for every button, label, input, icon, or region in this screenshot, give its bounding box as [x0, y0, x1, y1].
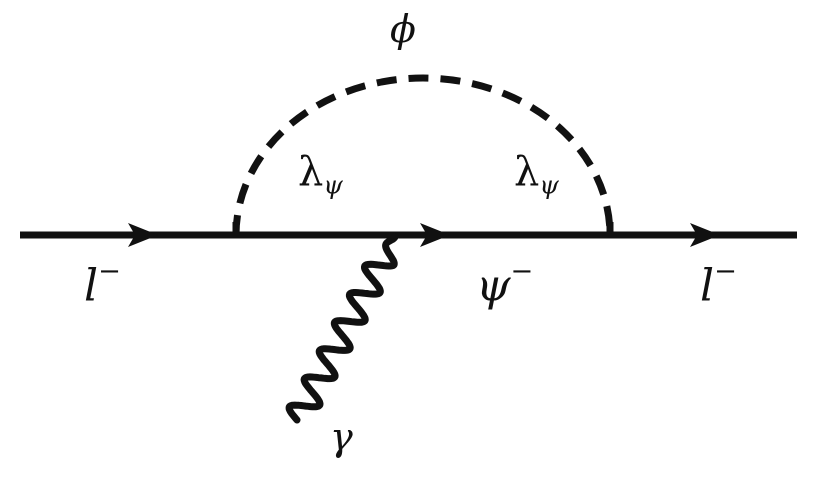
incoming-lepton-label: l−: [84, 258, 121, 308]
coupling-left-sub: ψ: [323, 170, 343, 200]
coupling-label-right: λψ: [514, 152, 559, 198]
outgoing-lepton-label: l−: [700, 258, 737, 308]
coupling-right-base: λ: [514, 149, 540, 195]
coupling-right-sub: ψ: [539, 170, 559, 200]
scalar-label: ϕ: [390, 7, 416, 51]
internal-fermion-arrow: [420, 223, 450, 247]
coupling-label-left: λψ: [298, 152, 343, 198]
scalar-loop-dashed: [232, 74, 614, 236]
internal-fermion-label: ψ−: [476, 258, 533, 308]
outgoing-lepton-base: l: [700, 260, 715, 312]
incoming-lepton-charge: −: [98, 256, 121, 287]
photon-wavy-line: [285, 233, 399, 424]
coupling-left-base: λ: [298, 149, 324, 195]
internal-fermion-charge: −: [510, 256, 534, 287]
outgoing-lepton-arrow: [690, 223, 720, 247]
photon-label: γ: [330, 415, 353, 459]
incoming-lepton-base: l: [84, 260, 99, 312]
outgoing-lepton-charge: −: [714, 256, 737, 287]
incoming-lepton-arrow: [128, 223, 158, 247]
internal-fermion-base: ψ: [476, 260, 511, 312]
